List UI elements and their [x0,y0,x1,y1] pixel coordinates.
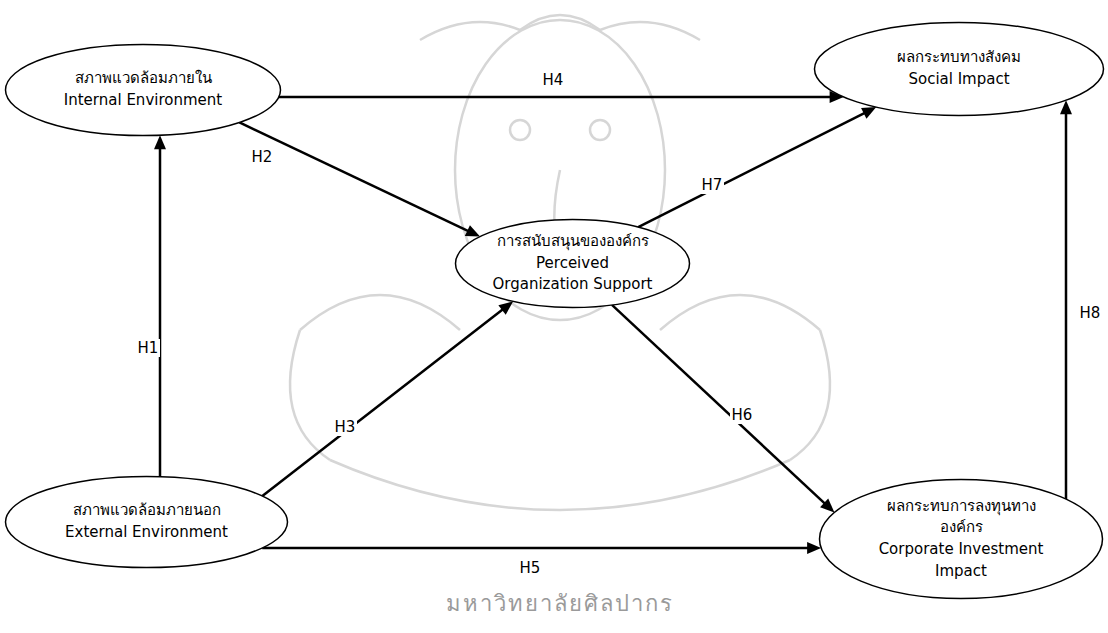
ellipse-shape [456,220,690,308]
node-text-block: ผลกระทบทางสังคมSocial Impact [854,47,1064,91]
ellipse-node: สภาพแวดล้อมภายนอกExternal Environment [4,475,289,569]
ellipse-outline [4,43,282,137]
node-text-block: สภาพแวดล้อมภายในInternal Environment [43,68,243,112]
arrow-connector [279,91,844,103]
arrow-connector [154,135,166,477]
hypothesis-label: H6 [730,406,755,424]
ellipse-shape [6,45,281,136]
arrow-connector [262,542,821,554]
ellipse-node: ผลกระทบทางสังคมSocial Impact [813,21,1105,117]
ellipse-outline [4,475,289,569]
connector-line [1065,110,1068,499]
thai-title: สภาพแวดล้อมภายใน [43,68,243,90]
hypothesis-label: H1 [136,339,161,357]
arrowhead [154,135,166,149]
thai-title: ผลกระทบการลงทุนทาง องค์กร [871,496,1051,540]
connector-line [612,305,827,506]
hypothesis-label: H8 [1078,304,1103,322]
thai-title: การสนับสนุนขององค์กร [488,231,658,253]
watermark-text: มหาวิทยาลัยศิลปากร [446,586,674,621]
arrow-connector [239,122,480,236]
connector-line [262,547,811,550]
connector-line [638,112,867,227]
ellipse-shape [6,477,288,568]
ellipse-outline [813,21,1105,117]
english-title: External Environment [44,522,249,544]
thai-title: ผลกระทบทางสังคม [854,47,1064,69]
arrow-connector [612,305,834,513]
english-title: Perceived Organization Support [488,253,658,297]
ellipse-node: การสนับสนุนขององค์กรPerceived Organizati… [454,218,691,309]
hypothesis-label: H7 [700,176,725,194]
arrow-connector [638,107,876,227]
connector-line [239,122,471,232]
ellipse-node: ผลกระทบการลงทุนทาง องค์กรCorporate Inves… [818,478,1104,600]
ellipse-shape [820,480,1103,599]
connector-line [262,308,505,497]
node-text-block: การสนับสนุนขององค์กรPerceived Organizati… [488,231,658,296]
connector-line [279,96,834,99]
english-title: Social Impact [854,69,1064,91]
ellipse-shape [815,23,1104,116]
english-title: Corporate Investment Impact [871,539,1051,583]
hypothesis-label: H3 [333,418,358,436]
hypothesis-label: H4 [541,71,566,89]
arrow-connector [1060,100,1072,499]
connector-line [159,145,162,477]
hypothesis-label: H5 [518,559,543,577]
arrowhead [861,107,876,119]
english-title: Internal Environment [43,90,243,112]
arrowhead [465,225,480,236]
arrowhead [498,301,513,314]
arrowhead [820,499,834,513]
node-text-block: สภาพแวดล้อมภายนอกExternal Environment [44,500,249,544]
hypothesis-label: H2 [250,148,275,166]
ellipse-node: สภาพแวดล้อมภายในInternal Environment [4,43,282,137]
arrowhead [807,542,821,554]
arrow-connector [262,301,513,496]
thai-title: สภาพแวดล้อมภายนอก [44,500,249,522]
ellipse-outline [818,478,1104,600]
node-text-block: ผลกระทบการลงทุนทาง องค์กรCorporate Inves… [871,496,1051,583]
